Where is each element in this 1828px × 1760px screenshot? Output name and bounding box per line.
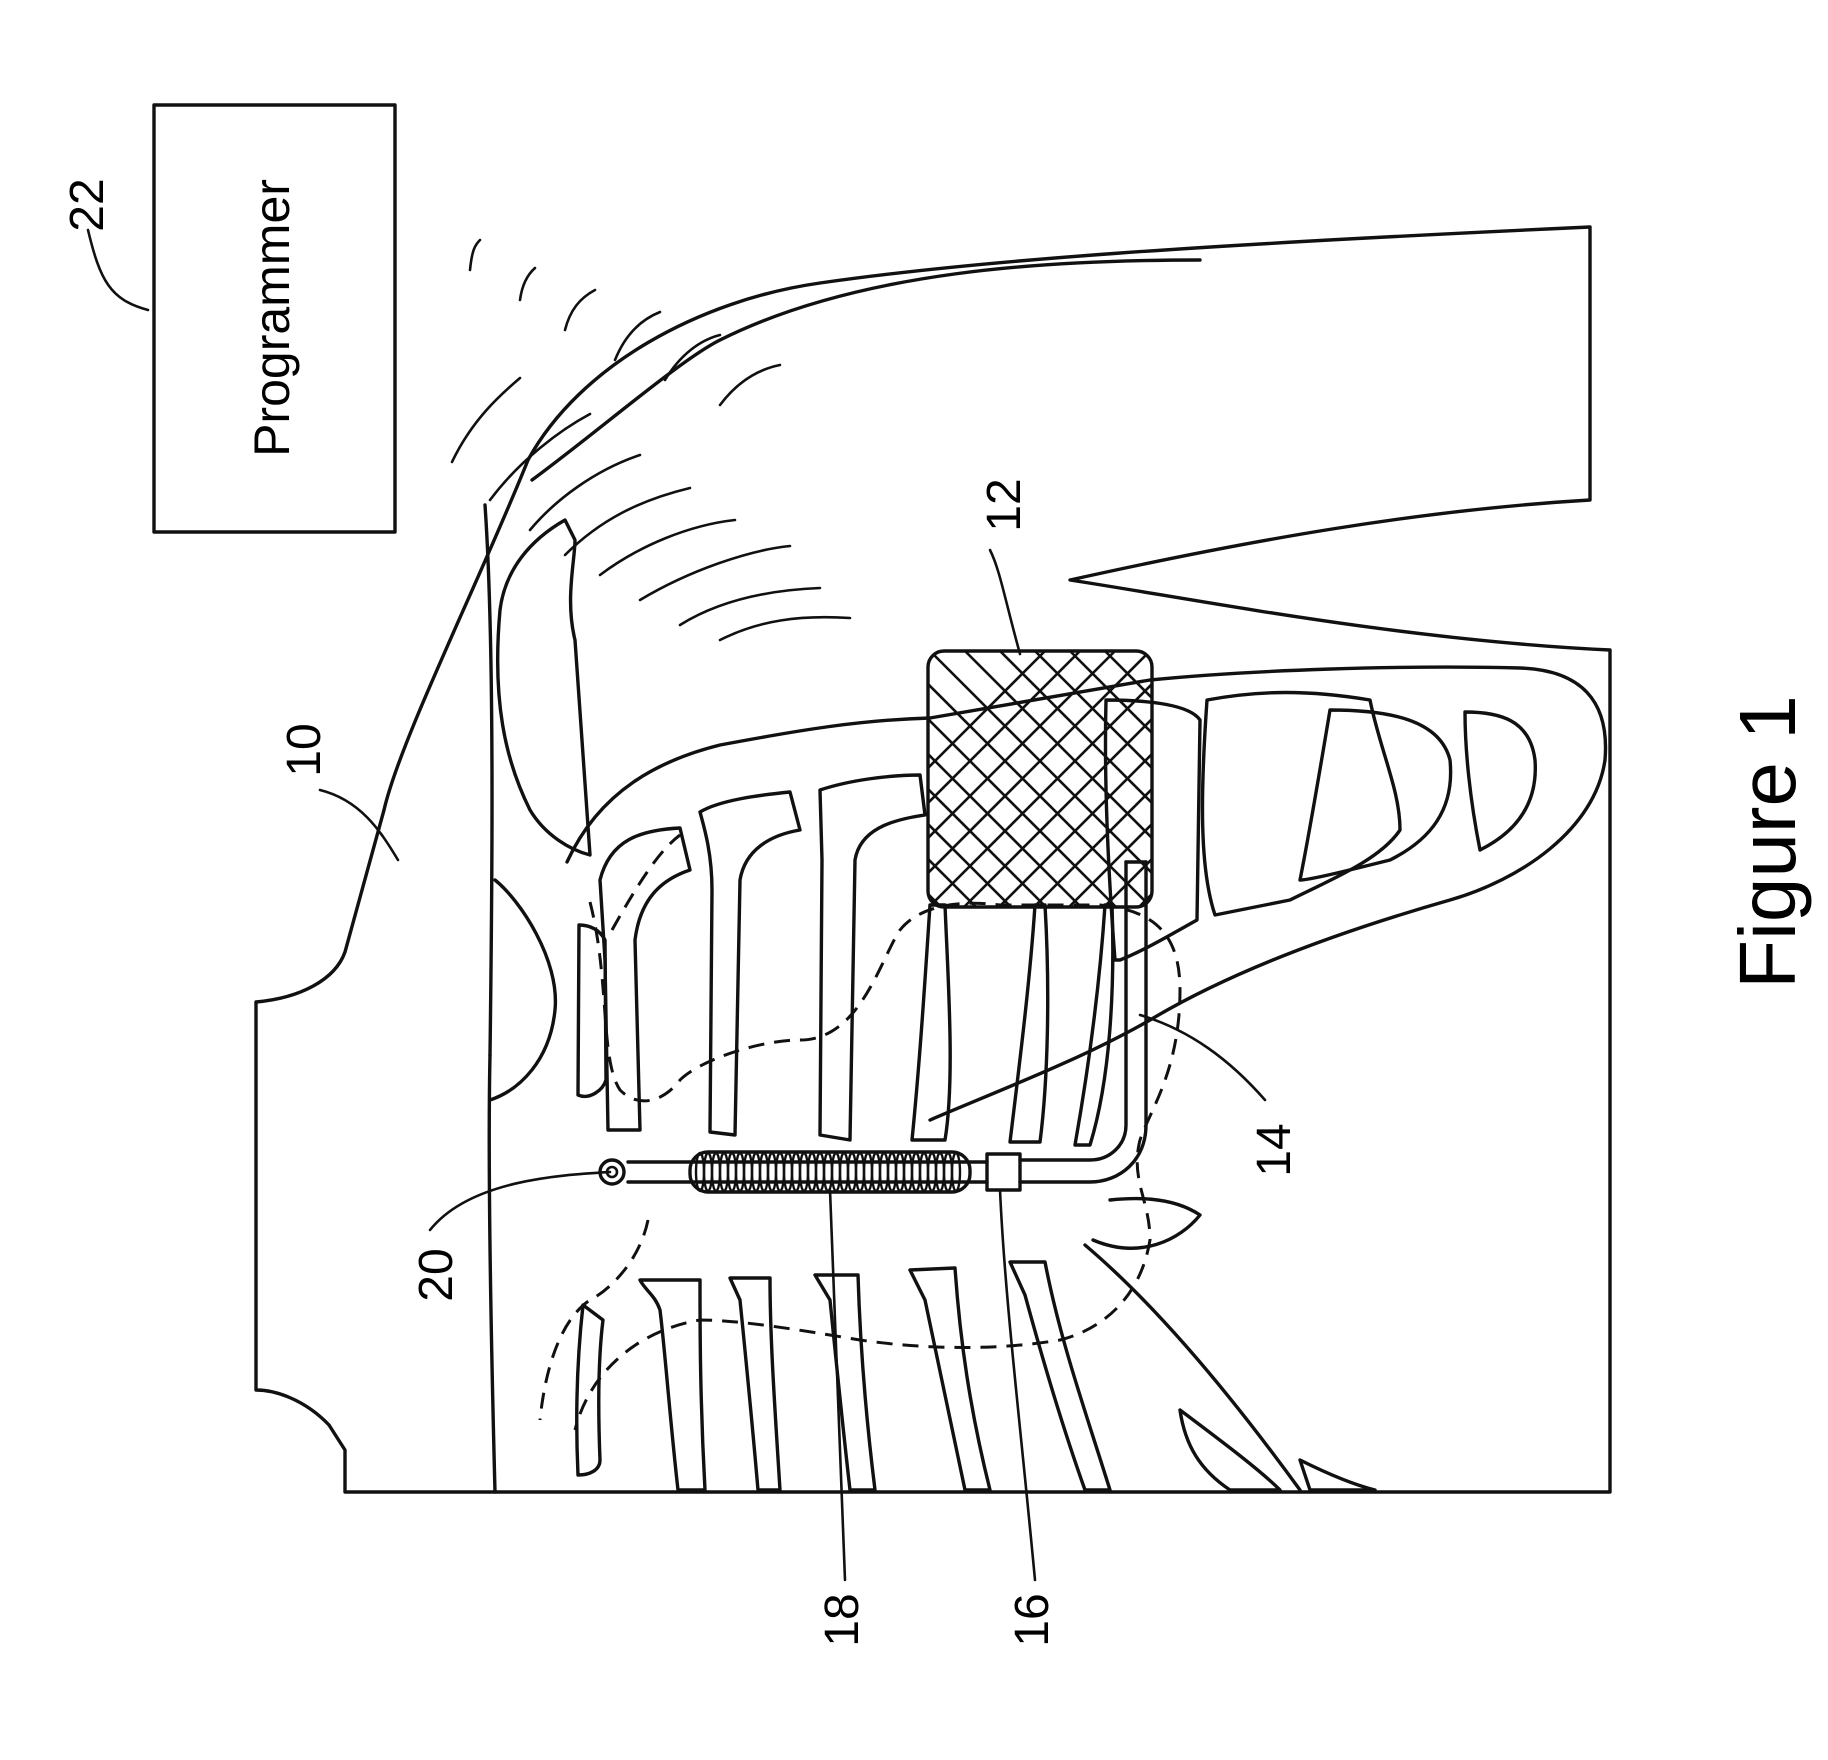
clavicle-small-fragment [578,925,606,1096]
numeral-16: 16 [1006,1593,1059,1646]
numeral-12: 12 [978,478,1031,531]
ribs-middle [912,905,1113,1145]
numeral-22: 22 [61,178,114,231]
ribs-lower [640,1199,1375,1490]
coil-electrode [690,1152,970,1192]
figure-caption: Figure 1 [1723,695,1812,988]
heart-outline-dashed [540,835,1180,1430]
numeral-10: 10 [278,723,331,776]
clavicle-upper [498,520,590,855]
rib-cage-upper-outline [567,667,1606,1120]
shoulder-fold [532,260,1200,480]
numeral-14: 14 [1248,1123,1301,1176]
numeral-20: 20 [410,1248,463,1301]
coil-winding [952,1153,960,1191]
programmer-box: Programmer [154,105,395,532]
lead-connector [987,1154,1020,1190]
neck-lines [485,505,555,1492]
telemetry-waves [452,240,850,640]
numeral-18: 18 [816,1593,869,1646]
programmer-label: Programmer [244,179,300,457]
clavicle-lower [577,1305,603,1475]
lead-body [1020,862,1146,1182]
